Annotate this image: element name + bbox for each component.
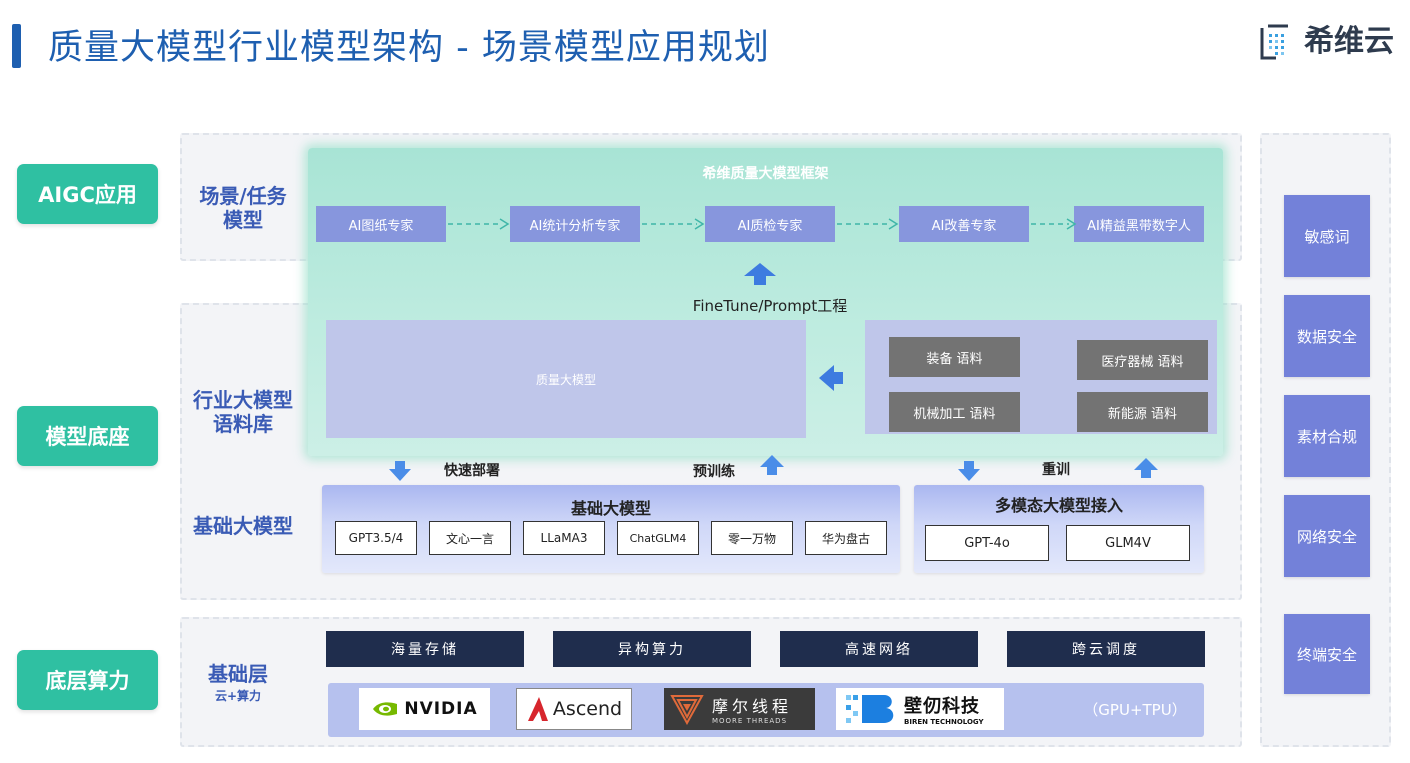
- biren-icon: [846, 695, 894, 723]
- task-inspection-expert[interactable]: AI质检专家: [705, 206, 835, 242]
- model-gpt4o[interactable]: GPT-4o: [925, 525, 1049, 561]
- infra-storage[interactable]: 海量存储: [326, 631, 524, 667]
- flow-label-pretrain: 预训练: [693, 464, 735, 480]
- infra-scheduling[interactable]: 跨云调度: [1007, 631, 1205, 667]
- vendor-nvidia-text: NVIDIA: [404, 699, 478, 719]
- base-models-panel: [322, 485, 900, 573]
- security-sensitive-words[interactable]: 敏感词: [1284, 195, 1370, 277]
- framework-title: 希维质量大模型框架: [702, 166, 829, 182]
- gpu-tpu-note: （GPU+TPU）: [1083, 701, 1187, 719]
- flow-label-deploy: 快速部署: [444, 463, 500, 479]
- security-material-compliance[interactable]: 素材合规: [1284, 395, 1370, 477]
- side-button-compute[interactable]: 底层算力: [17, 650, 158, 710]
- vendor-moore-logo: 摩尔线程 MOORE THREADS: [664, 688, 815, 730]
- corpus-machining[interactable]: 机械加工 语料: [889, 392, 1020, 432]
- vendor-nvidia-logo: NVIDIA: [359, 688, 490, 730]
- model-llama[interactable]: LLaMA3: [523, 521, 605, 555]
- model-glm4v[interactable]: GLM4V: [1066, 525, 1190, 561]
- infra-network[interactable]: 高速网络: [780, 631, 978, 667]
- layer-label-task: 场景/任务 模型: [199, 184, 287, 232]
- layer-label-base: 基础大模型: [193, 514, 293, 538]
- quality-model-box[interactable]: 质量大模型: [326, 320, 806, 438]
- vendor-moore-en: MOORE THREADS: [712, 717, 788, 725]
- security-data[interactable]: 数据安全: [1284, 295, 1370, 377]
- vendor-biren-en: BIREN TECHNOLOGY: [904, 718, 984, 726]
- task-lean-blackbelt[interactable]: AI精益黑带数字人: [1074, 206, 1204, 242]
- left-arrow-icon: [819, 365, 843, 391]
- up-arrow-icon: [744, 263, 776, 285]
- infra-compute[interactable]: 异构算力: [553, 631, 751, 667]
- vendor-ascend-text: Ascend: [552, 698, 623, 720]
- title-accent-bar: [12, 24, 21, 68]
- up-arrow-icon: [1134, 458, 1158, 478]
- ascend-icon: [527, 697, 548, 721]
- model-wenxin[interactable]: 文心一言: [429, 521, 511, 555]
- security-terminal[interactable]: 终端安全: [1284, 614, 1370, 694]
- dashed-arrow-icon: [837, 218, 899, 230]
- layer-label-infra-sub: 云+算力: [214, 689, 262, 703]
- side-button-aigc[interactable]: AIGC应用: [17, 164, 158, 224]
- model-gpt[interactable]: GPT3.5/4: [335, 521, 417, 555]
- logo-icon: [1260, 24, 1288, 60]
- vendor-moore-cn: 摩尔线程: [712, 697, 793, 716]
- task-statistics-expert[interactable]: AI统计分析专家: [510, 206, 640, 242]
- moore-threads-icon: [670, 695, 704, 725]
- vendor-ascend-logo: Ascend: [516, 688, 632, 730]
- layer-label-infra: 基础层: [208, 662, 268, 686]
- page-title: 质量大模型行业模型架构 - 场景模型应用规划: [48, 28, 770, 68]
- corpus-equipment[interactable]: 装备 语料: [889, 337, 1020, 377]
- task-drawing-expert[interactable]: AI图纸专家: [316, 206, 446, 242]
- nvidia-eye-icon: [373, 702, 398, 716]
- finetune-label: FineTune/Prompt工程: [692, 297, 848, 315]
- multimodal-title: 多模态大模型接入: [994, 496, 1123, 515]
- layer-label-industry: 行业大模型 语料库: [193, 388, 293, 436]
- dashed-arrow-icon: [1031, 218, 1077, 230]
- up-arrow-icon: [760, 455, 784, 475]
- flow-label-retrain: 重训: [1042, 462, 1070, 478]
- model-lingyi[interactable]: 零一万物: [711, 521, 793, 555]
- corpus-medical[interactable]: 医疗器械 语料: [1077, 340, 1208, 380]
- corpus-new-energy[interactable]: 新能源 语料: [1077, 392, 1208, 432]
- dashed-arrow-icon: [642, 218, 705, 230]
- model-pangu[interactable]: 华为盘古: [805, 521, 887, 555]
- vendor-biren-logo: 壁仞科技 BIREN TECHNOLOGY: [836, 688, 1004, 730]
- side-button-model-base[interactable]: 模型底座: [17, 406, 158, 466]
- down-arrow-icon: [389, 461, 411, 481]
- down-arrow-icon: [958, 461, 980, 481]
- logo-text: 希维云: [1304, 24, 1394, 59]
- vendor-biren-cn: 壁仞科技: [904, 696, 980, 717]
- security-network[interactable]: 网络安全: [1284, 495, 1370, 577]
- task-improvement-expert[interactable]: AI改善专家: [899, 206, 1029, 242]
- model-chatglm[interactable]: ChatGLM4: [617, 521, 699, 555]
- base-models-title: 基础大模型: [570, 499, 651, 518]
- dashed-arrow-icon: [448, 218, 510, 230]
